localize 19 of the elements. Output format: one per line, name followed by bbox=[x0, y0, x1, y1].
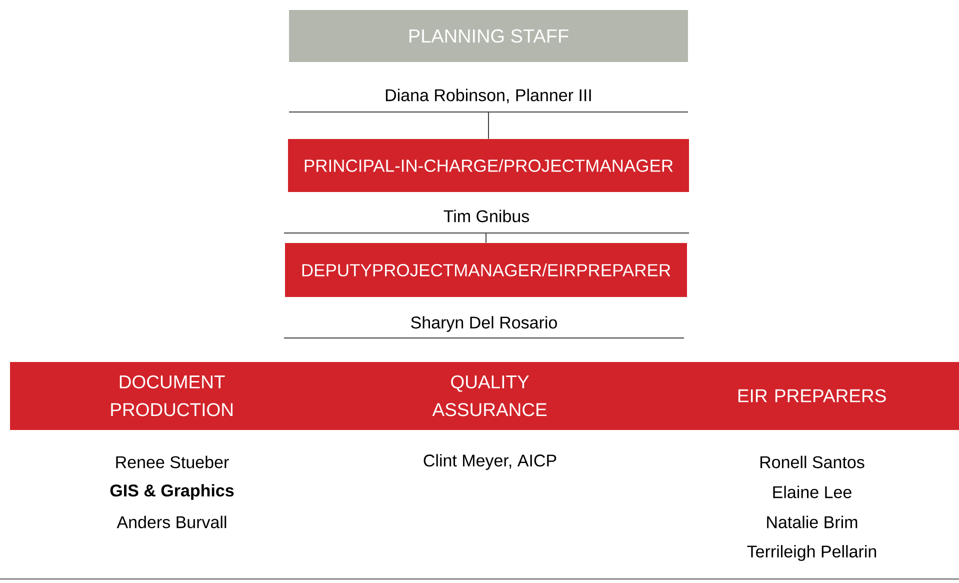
connector-line bbox=[488, 112, 489, 140]
group-name: GIS & Graphics bbox=[110, 484, 234, 500]
person-name: Clint Meyer, AICP bbox=[424, 454, 556, 470]
section-heading: DOCUMENT PRODUCTION bbox=[111, 375, 232, 416]
section-heading: QUALITY ASSURANCE bbox=[432, 375, 547, 416]
person-name: Elaine Lee bbox=[773, 486, 852, 498]
title-box: PRINCIPAL-IN-CHARGE/PROJECTMANAGER bbox=[288, 139, 689, 192]
title-box: DEPUTYPROJECTMANAGER/EIRPREPARER bbox=[285, 243, 687, 297]
person-name: Terrileigh Pellarin bbox=[747, 545, 876, 561]
title-box: PLANNING STAFF bbox=[289, 10, 688, 62]
person-name: Renee Stueber bbox=[116, 456, 229, 468]
header-band bbox=[10, 362, 959, 430]
person-name: Anders Burvall bbox=[116, 516, 226, 528]
person-name: Sharyn Del Rosario bbox=[411, 316, 557, 332]
person-name: Diana Robinson, Planner III bbox=[386, 88, 591, 104]
section-heading: EIR PREPARERS bbox=[738, 389, 886, 402]
person-name: Tim Gnibus bbox=[444, 210, 529, 222]
person-name: Natalie Brim bbox=[767, 516, 858, 528]
person-name: Ronell Santos bbox=[760, 456, 864, 468]
